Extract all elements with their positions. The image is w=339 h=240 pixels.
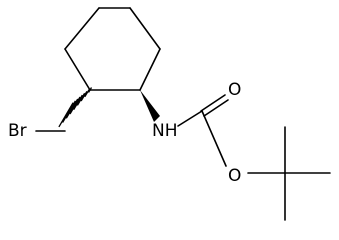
carbonyl-double-bond-a (200, 94, 226, 112)
ring-bond-left (64, 48, 91, 91)
cyclohexane-ring (64, 7, 161, 91)
carbonyl-oxygen-label: O (228, 80, 241, 100)
tert-butyl-group (284, 126, 331, 221)
bond-carbonyl-ester-o (201, 110, 227, 167)
ring-bond-top-right (129, 7, 161, 50)
molecule-structure: Br NH O O (8, 7, 331, 221)
ring-bond-right (139, 48, 161, 91)
carbonyl-double-bond-b (203, 99, 229, 117)
bromine-label: Br (8, 121, 27, 141)
ring-bond-top-left (64, 7, 100, 50)
ester-oxygen-label: O (228, 166, 241, 186)
wedge-bond-nh (140, 90, 160, 122)
bond-nh-carbonyl (177, 110, 203, 127)
amide-nitrogen-label: NH (152, 121, 178, 141)
hashed-bond-ch2 (58, 87, 93, 128)
